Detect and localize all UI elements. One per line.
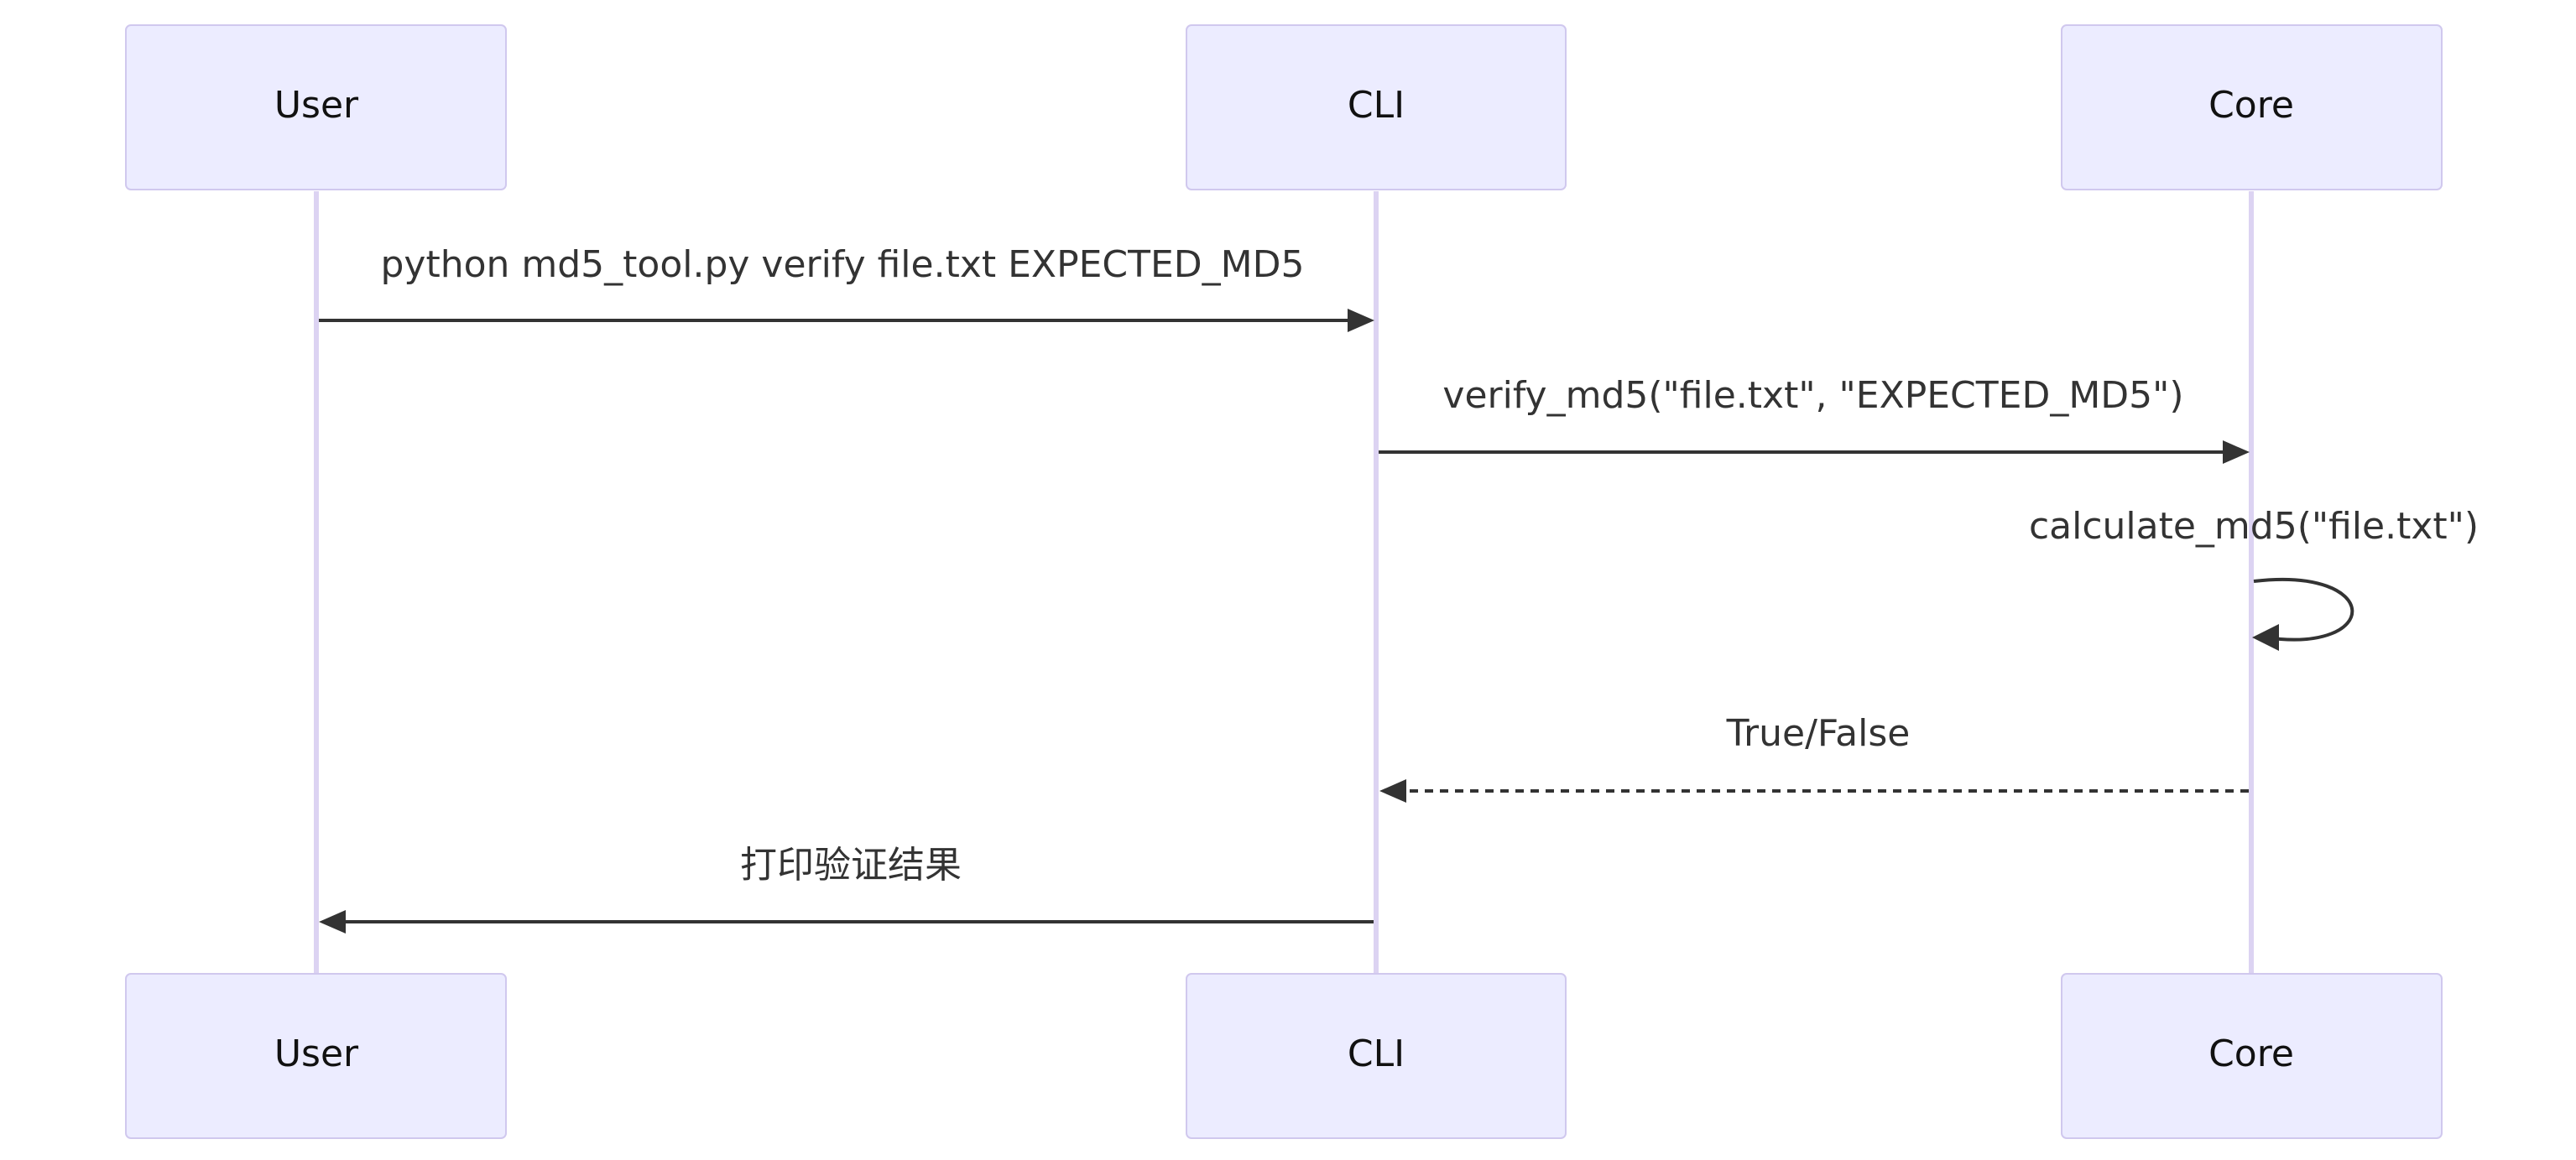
- arrowhead-print: [319, 910, 346, 934]
- actor-core-bottom: Core: [2061, 973, 2443, 1139]
- message-label-verify: verify_md5("file.txt", "EXPECTED_MD5"): [1442, 374, 2183, 417]
- message-label-command: python md5_tool.py verify file.txt EXPEC…: [380, 243, 1304, 286]
- actor-label-cli-top: CLI: [1348, 84, 1405, 127]
- actor-core-top: Core: [2061, 24, 2443, 190]
- message-user-to-cli: python md5_tool.py verify file.txt EXPEC…: [319, 243, 1374, 332]
- arrowhead-calculate: [2252, 624, 2279, 651]
- message-core-to-cli: True/False: [1379, 712, 2249, 803]
- arrowhead-verify: [2223, 440, 2250, 464]
- message-cli-to-core: verify_md5("file.txt", "EXPECTED_MD5"): [1379, 374, 2250, 464]
- actor-label-core-bottom: Core: [2208, 1033, 2294, 1075]
- actor-label-user-bottom: User: [274, 1033, 359, 1075]
- message-cli-to-user: 打印验证结果: [319, 844, 1374, 934]
- actor-cli-bottom: CLI: [1186, 973, 1567, 1139]
- arrowhead-command: [1348, 309, 1374, 332]
- arrowhead-result: [1379, 779, 1406, 803]
- actor-label-core-top: Core: [2208, 84, 2294, 127]
- actor-user-bottom: User: [125, 973, 507, 1139]
- actor-label-user-top: User: [274, 84, 359, 127]
- actor-label-cli-bottom: CLI: [1348, 1033, 1405, 1075]
- message-arrow-calculate: [2253, 577, 2354, 642]
- message-label-print: 打印验证结果: [740, 844, 962, 887]
- actor-user-top: User: [125, 24, 507, 190]
- message-core-self: calculate_md5("file.txt"): [2029, 505, 2479, 651]
- message-label-calculate: calculate_md5("file.txt"): [2029, 505, 2479, 548]
- actor-cli-top: CLI: [1186, 24, 1567, 190]
- message-label-result: True/False: [1726, 712, 1911, 755]
